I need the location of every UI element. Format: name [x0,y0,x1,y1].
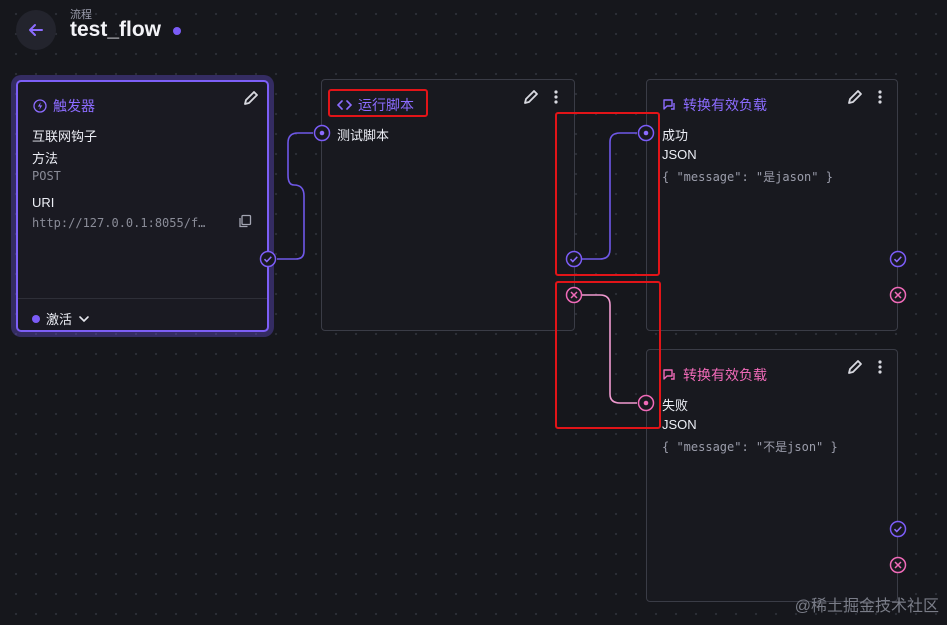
input-handle-icon[interactable] [637,124,655,142]
chevron-down-icon [79,315,89,322]
page-title: test_flow [70,18,162,41]
transform-failure-node[interactable]: 转换有效负载 失败 JSON { "message": "不是json" } [646,349,898,602]
edit-icon[interactable] [846,88,864,106]
more-icon[interactable] [874,88,886,106]
webhook-type: 互联网钩子 [32,129,98,144]
input-label: 失败 [662,398,689,413]
input-handle-icon[interactable] [313,124,331,142]
transform-success-node[interactable]: 转换有效负载 成功 JSON { "message": "是jason" } [646,79,898,331]
divider [18,298,267,299]
annotation-box-failure-branch [555,281,661,429]
success-handle-icon[interactable] [565,250,583,268]
back-button[interactable] [16,10,56,50]
trigger-node[interactable]: 触发器 互联网钩子 方法 POST URI http://127.0.0.1:8… [16,80,269,332]
payload-value: { "message": "是jason" } [662,170,833,184]
edit-icon[interactable] [846,358,864,376]
edit-icon[interactable] [242,89,260,107]
format-label: JSON [662,417,697,432]
method-label: 方法 [32,151,59,166]
uri-label: URI [32,195,55,210]
arrow-left-icon [29,24,43,36]
connection-trigger-to-script [277,132,313,260]
copy-icon[interactable] [238,214,252,228]
lightning-icon [33,99,47,113]
node-title: 转换有效负载 [662,95,767,115]
transform-icon [663,369,675,380]
more-icon[interactable] [874,358,886,376]
edit-icon[interactable] [522,88,540,106]
node-title: 运行脚本 [337,95,414,115]
annotation-box-success-branch [555,112,660,276]
failure-handle-icon[interactable] [889,556,907,574]
more-icon[interactable] [550,88,562,106]
input-label: 测试脚本 [337,128,390,143]
watermark: @稀土掘金技术社区 [794,598,939,615]
failure-handle-icon[interactable] [889,286,907,304]
run-script-node[interactable]: 运行脚本 测试脚本 [321,79,575,331]
status-selector[interactable]: 激活 [32,309,90,328]
status-label: 激活 [46,312,73,327]
breadcrumb: 流程 [70,9,92,21]
annotation-box-script-title [328,89,428,117]
input-label: 成功 [662,128,689,143]
payload-value: { "message": "不是json" } [662,440,838,454]
success-handle-icon[interactable] [889,250,907,268]
node-title: 转换有效负载 [662,365,767,385]
success-handle-icon[interactable] [259,250,277,268]
status-dot [173,27,181,35]
connection-script-failure [582,294,637,404]
input-handle-icon[interactable] [637,394,655,412]
uri-value: http://127.0.0.1:8055/f… [32,216,206,230]
node-title: 触发器 [33,96,95,116]
code-icon [337,100,352,110]
connection-script-success [582,132,637,260]
status-dot [32,314,40,323]
format-label: JSON [662,147,697,162]
method-value: POST [32,169,61,183]
failure-handle-icon[interactable] [565,286,583,304]
transform-icon [663,99,675,110]
success-handle-icon[interactable] [889,520,907,538]
